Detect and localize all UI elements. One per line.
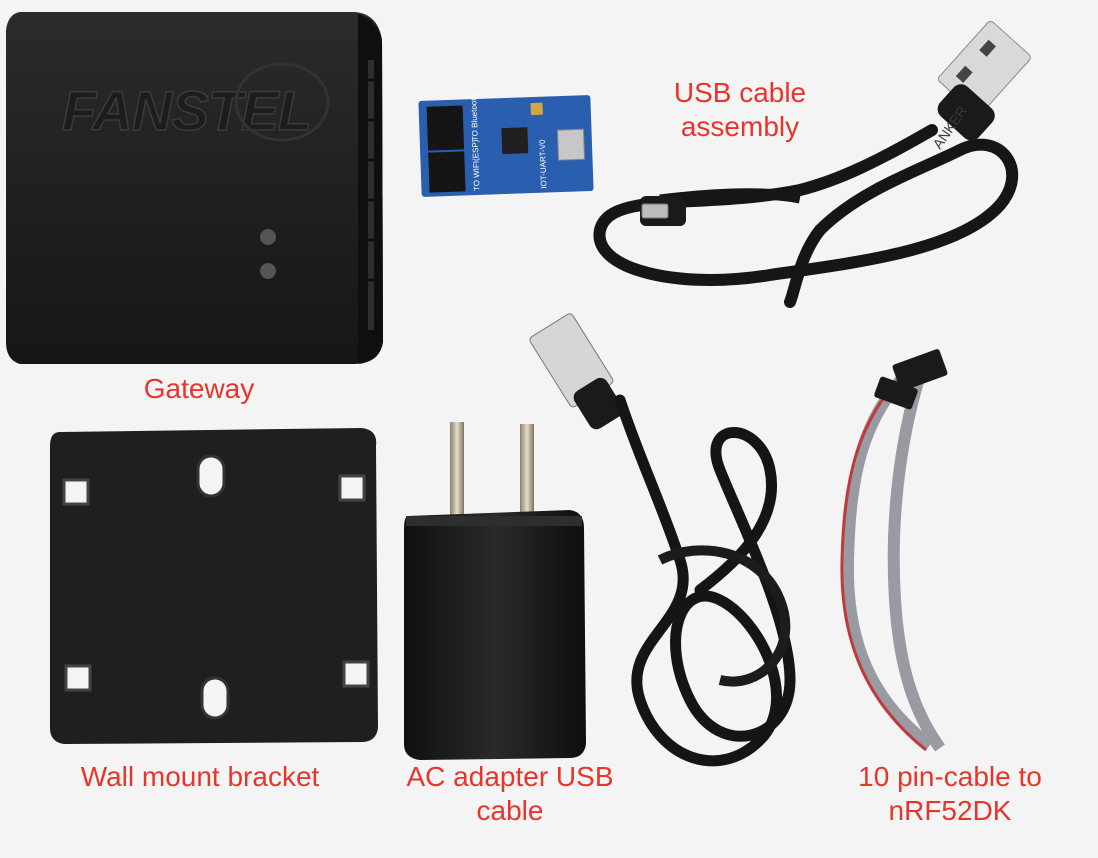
vent-slots	[368, 60, 374, 330]
gateway-label: Gateway	[143, 373, 255, 404]
ten-pin-ribbon-cable	[840, 349, 948, 752]
ac-adapter-label-line1: AC adapter USB	[406, 761, 614, 792]
usb-cable-assembly: ANKER	[593, 20, 1031, 308]
ac-adapter-label-line2: cable	[476, 795, 544, 826]
wall-bracket-label: Wall mount bracket	[80, 761, 320, 792]
wall-mount-bracket	[50, 428, 378, 744]
pin-cable-label-line2: nRF52DK	[888, 795, 1012, 826]
micro-usb-plug	[640, 196, 686, 226]
interface-board: TO WIFI(ESP) TO Bluetooth IOT-UART-V0	[418, 94, 594, 197]
status-led	[260, 229, 276, 245]
usb-cable-label-line1: USB cable	[673, 77, 807, 108]
gateway-device: FANSTEL	[6, 12, 383, 364]
board-label-wifi: TO WIFI(ESP)	[471, 139, 482, 191]
usb-cable-label: USB cable assembly	[640, 76, 840, 144]
status-led	[260, 263, 276, 279]
gateway-logo: FANSTEL	[62, 79, 312, 142]
ac-adapter-label: AC adapter USB cable	[380, 760, 640, 828]
usb-cable-label-line2: assembly	[680, 111, 800, 142]
pin-cable-label-line1: 10 pin-cable to	[858, 761, 1042, 792]
usb-a-plug	[937, 20, 1031, 141]
ac-adapter	[404, 422, 586, 760]
coiled-usb-cable	[529, 313, 796, 767]
pin-cable-label: 10 pin-cable to nRF52DK	[830, 760, 1070, 828]
board-label-bt: TO Bluetooth	[469, 94, 480, 141]
board-label-model: IOT-UART-V0	[538, 139, 549, 189]
